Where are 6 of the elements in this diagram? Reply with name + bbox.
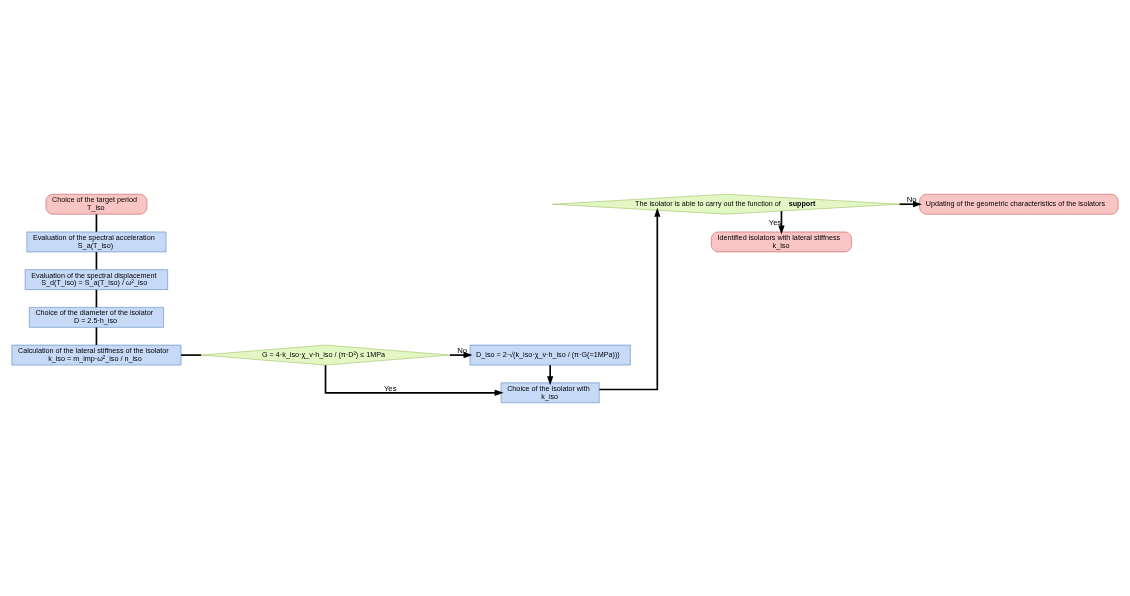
connector bbox=[180, 353, 202, 356]
arrow bbox=[324, 363, 504, 396]
arrow bbox=[547, 363, 554, 385]
arrow bbox=[449, 351, 473, 358]
arrow bbox=[898, 200, 922, 207]
arrow bbox=[598, 207, 661, 390]
